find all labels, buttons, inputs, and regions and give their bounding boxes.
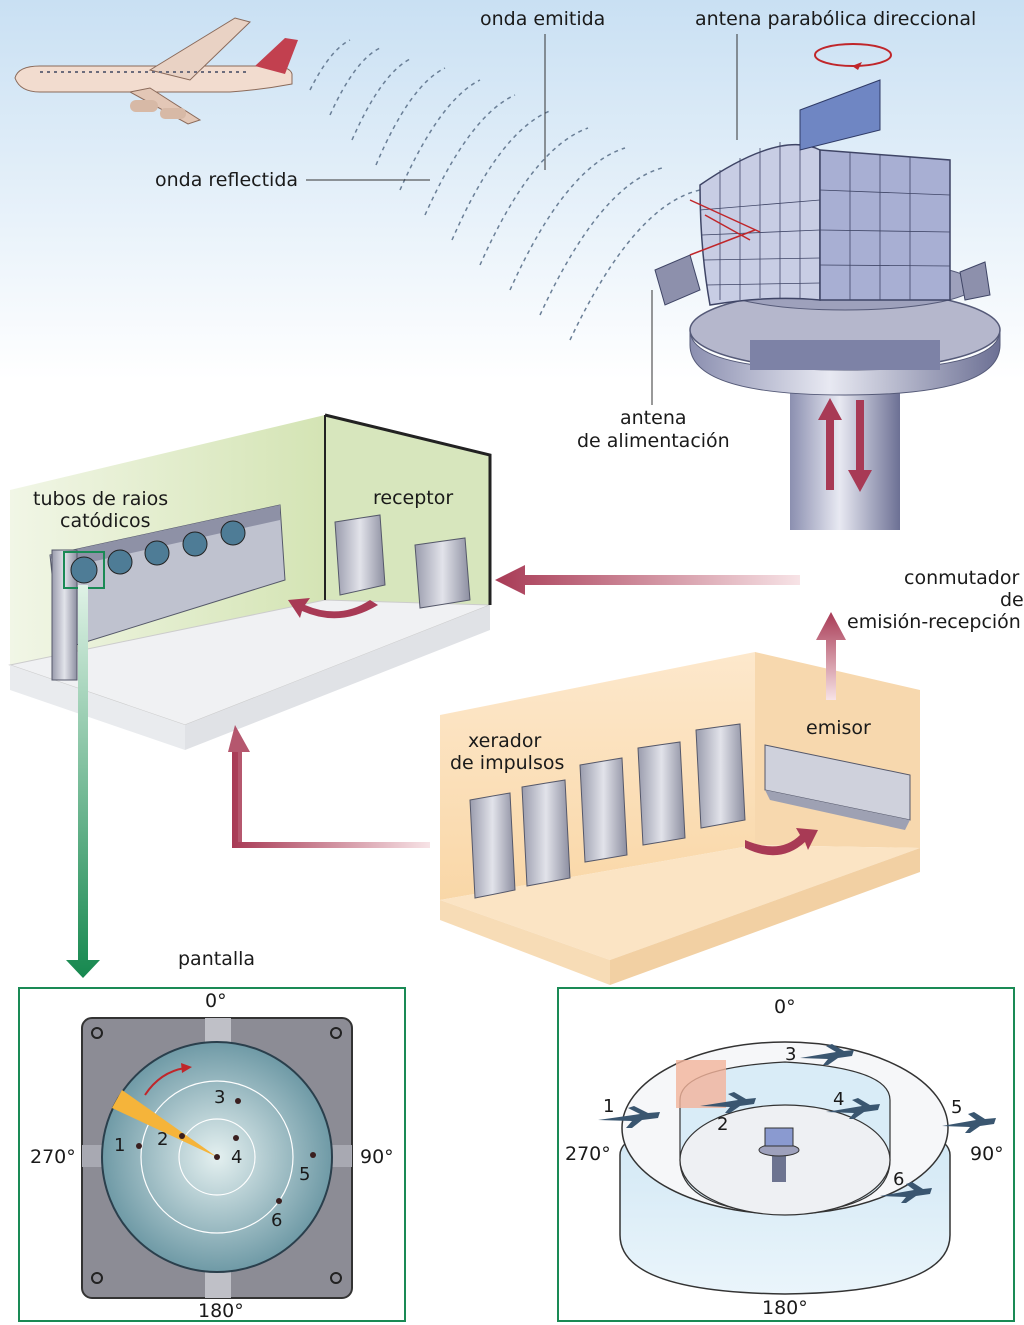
target-dot: [179, 1133, 185, 1139]
screen-deg-top: 0°: [205, 990, 227, 1012]
ring-target-4: 4: [833, 1089, 845, 1110]
screen-deg-right: 90°: [360, 1146, 394, 1168]
ring-target-3: 3: [785, 1044, 797, 1065]
ring-target-5: 5: [951, 1097, 963, 1118]
label-directional-antenna: antena parabólica direccional: [695, 8, 977, 30]
screen-target-6: 6: [271, 1210, 283, 1231]
target-dot: [276, 1198, 282, 1204]
ring-view: [619, 1041, 951, 1295]
signal-arrows: [66, 565, 846, 978]
sweep-beam: [112, 1090, 217, 1157]
screen-target-5: 5: [299, 1164, 311, 1185]
ring-target-1: 1: [603, 1096, 615, 1117]
ring-deg-right: 90°: [970, 1143, 1004, 1165]
crt-to-screen-arrow: [66, 585, 100, 978]
radar-screen-panel: [18, 987, 406, 1322]
label-switch-1: conmutador: [904, 567, 1020, 589]
mini-tower-icon: [758, 1127, 800, 1182]
label-crt-1: tubos de raios: [33, 488, 169, 510]
label-feed-antenna-1: antena: [620, 407, 687, 429]
label-crt-2: catódicos: [60, 510, 151, 532]
target-dot: [233, 1135, 239, 1141]
ring-deg-left: 270°: [565, 1143, 611, 1165]
receiver-room: [8, 413, 492, 750]
ring-target-6: 6: [893, 1169, 905, 1190]
ring-target-2: 2: [717, 1114, 729, 1135]
target-dot: [136, 1143, 142, 1149]
screen-target-1: 1: [114, 1135, 126, 1156]
ring-view-panel: [557, 987, 1015, 1322]
label-emitted-wave: onda emitida: [480, 8, 606, 30]
label-reflected-wave: onda reflectida: [155, 169, 299, 191]
label-pulse-2: de impulsos: [450, 752, 565, 774]
target-dot: [235, 1098, 241, 1104]
screen-target-4: 4: [231, 1147, 243, 1168]
airplane-icon: [14, 17, 298, 125]
emitter-room: [440, 652, 920, 985]
target-dots: [136, 1098, 316, 1204]
target-dot: [310, 1152, 316, 1158]
label-receiver: receptor: [373, 487, 454, 509]
ring-deg-top: 0°: [774, 996, 796, 1018]
label-feed-antenna-2: de alimentación: [577, 430, 730, 452]
label-switch-3: emisión-recepción: [847, 611, 1021, 633]
screen-deg-left: 270°: [30, 1146, 76, 1168]
radar-tower: [654, 43, 1001, 530]
leader-lines: [306, 34, 738, 405]
label-screen: pantalla: [178, 948, 256, 970]
screen-deg-bottom: 180°: [198, 1300, 244, 1322]
screen-target-2: 2: [157, 1129, 169, 1150]
ring-deg-bottom: 180°: [762, 1297, 808, 1319]
label-switch-2: de: [1000, 589, 1024, 611]
label-emitter: emisor: [806, 717, 871, 739]
plane-icons: [598, 1044, 996, 1203]
label-pulse-1: xerador: [468, 730, 542, 752]
screen-target-3: 3: [214, 1087, 226, 1108]
target-dot: [214, 1154, 220, 1160]
emitted-wave: [309, 39, 701, 341]
